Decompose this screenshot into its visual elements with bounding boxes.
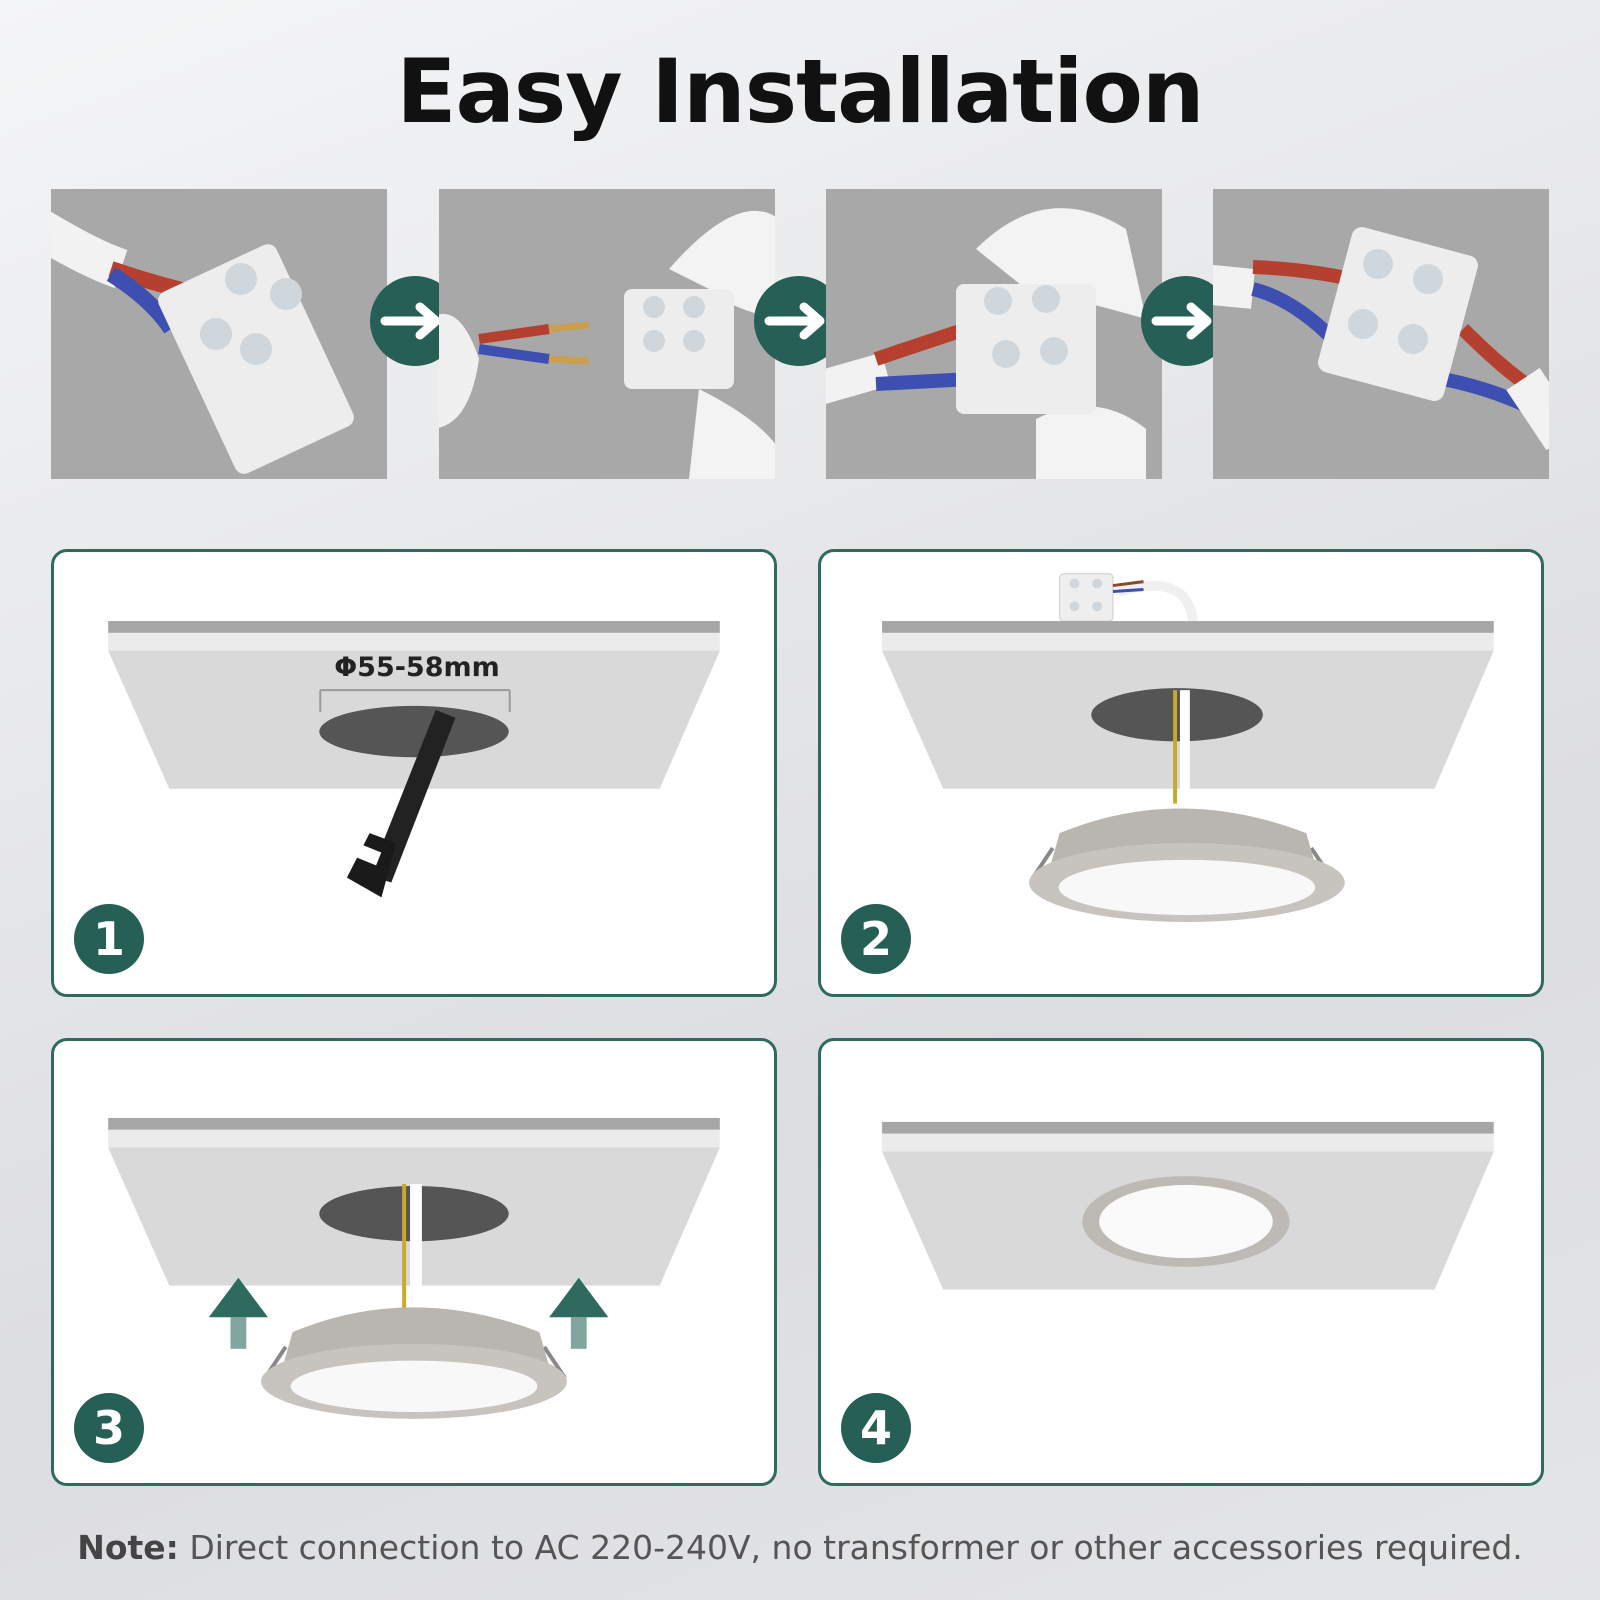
wiring-photo-3 — [826, 189, 1162, 479]
step-number-badge: 3 — [74, 1393, 144, 1463]
hole-diameter-label: Φ55-58mm — [334, 652, 500, 683]
step-3-panel: 3 — [51, 1038, 777, 1486]
step-2-panel: 2 — [818, 549, 1544, 997]
step-number-badge: 4 — [841, 1393, 911, 1463]
wiring-photo-4 — [1213, 189, 1549, 479]
installation-note: Note: Direct connection to AC 220-240V, … — [0, 1528, 1600, 1567]
wiring-photo-1 — [51, 189, 387, 479]
up-arrow-icon — [208, 1277, 268, 1349]
step-1-panel: Φ55-58mm 1 — [51, 549, 777, 997]
step-number-badge: 2 — [841, 904, 911, 974]
terminal-block-icon — [1059, 573, 1144, 622]
note-label: Note: — [77, 1528, 179, 1567]
note-text: Direct connection to AC 220-240V, no tra… — [178, 1528, 1523, 1567]
step-4-panel: 4 — [818, 1038, 1544, 1486]
terminal-block-icon — [158, 244, 354, 474]
up-arrow-icon — [549, 1277, 609, 1349]
step-number-badge: 1 — [74, 904, 144, 974]
saw-icon — [346, 709, 456, 898]
wiring-photo-2 — [439, 189, 775, 479]
page-title: Easy Installation — [396, 40, 1204, 143]
